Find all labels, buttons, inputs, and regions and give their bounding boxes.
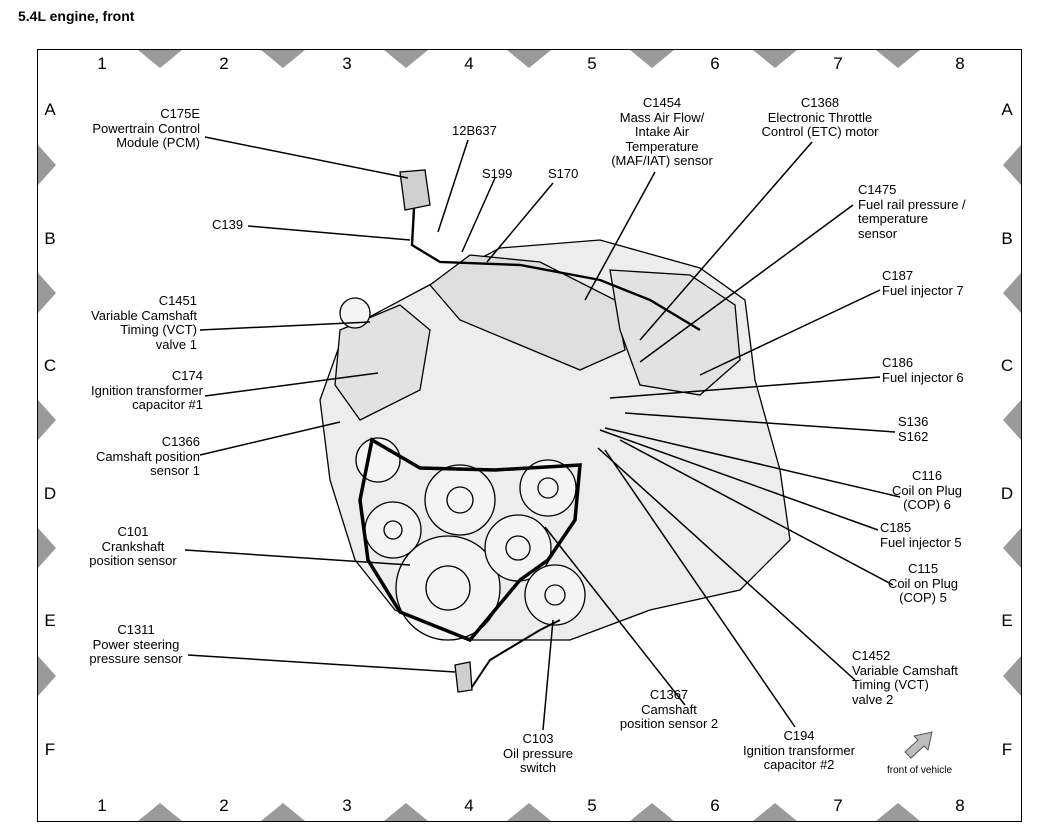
callout-c187-injector-7: C187 Fuel injector 7 <box>882 268 964 298</box>
grid-marker-bottom-4 <box>507 803 551 821</box>
grid-row-left-b: B <box>44 229 56 248</box>
page-title: 5.4L engine, front <box>18 8 135 24</box>
grid-marker-top-6 <box>753 50 797 68</box>
callout-c1451-vct-1: C1451 Variable Camshaft Timing (VCT) val… <box>91 293 197 352</box>
callout-c103-oil-pressure: C103 Oil pressure switch <box>502 731 574 775</box>
grid-marker-right-4 <box>1003 528 1021 568</box>
grid-marker-top-5 <box>630 50 674 68</box>
grid-col-bottom-8: 8 <box>955 796 965 815</box>
diagram-frame <box>37 49 1022 822</box>
grid-row-right-b: B <box>1001 229 1013 248</box>
pulley-idler <box>364 501 422 559</box>
grid-col-top-8: 8 <box>955 54 965 73</box>
grid-col-bottom-6: 6 <box>710 796 720 815</box>
harness <box>410 189 701 332</box>
callout-c1311-ps-sensor: C1311 Power steering pressure sensor <box>89 622 183 666</box>
callout-c174-capacitor-1: C174 Ignition transformer capacitor #1 <box>91 368 203 412</box>
callout-c194-capacitor-2: C194 Ignition transformer capacitor #2 <box>743 728 855 772</box>
grid-col-bottom-4: 4 <box>464 796 474 815</box>
grid-col-top-1: 1 <box>97 54 107 73</box>
grid-row-right-c: C <box>1000 356 1014 375</box>
grid-marker-left-5 <box>38 656 56 696</box>
callout-c185-injector-5: C185 Fuel injector 5 <box>880 520 962 550</box>
oil-filler-cap <box>339 297 371 329</box>
callout-c101-ckp: C101 Crankshaft position sensor <box>89 524 177 568</box>
grid-marker-right-1 <box>1003 145 1021 185</box>
grid-row-left-d: D <box>43 484 57 503</box>
callout-s199: S199 <box>482 166 513 181</box>
grid-col-top-3: 3 <box>342 54 352 73</box>
grid-marker-right-2 <box>1003 273 1021 313</box>
callout-c175e-pcm: C175E Powertrain Control Module (PCM) <box>92 106 200 150</box>
pulley-large <box>395 535 501 641</box>
grid-col-top-4: 4 <box>464 54 474 73</box>
callout-c1475-fuel-rail: C1475 Fuel rail pressure / temperature s… <box>858 182 966 241</box>
callout-c1452-vct-2: C1452 Variable Camshaft Timing (VCT) val… <box>852 648 958 707</box>
grid-marker-top-4 <box>507 50 551 68</box>
grid-col-bottom-7: 7 <box>833 796 843 815</box>
pulley-alternator <box>424 464 496 536</box>
grid-row-left-e: E <box>44 611 56 630</box>
grid-col-bottom-5: 5 <box>587 796 597 815</box>
grid-marker-top-7 <box>876 50 920 68</box>
grid-marker-bottom-3 <box>384 803 428 821</box>
callout-12b637: 12B637 <box>452 123 497 138</box>
grid-col-bottom-3: 3 <box>342 796 352 815</box>
grid-marker-left-3 <box>38 400 56 440</box>
pulley-tensioner <box>519 459 577 517</box>
grid-row-right-e: E <box>1001 611 1013 630</box>
callout-c1368-etc: C1368 Electronic Throttle Control (ETC) … <box>761 95 879 139</box>
ps-hose <box>469 619 561 691</box>
grid-markers <box>38 50 1021 821</box>
ps-sensor <box>454 661 473 693</box>
grid-col-top-2: 2 <box>219 54 229 73</box>
grid-marker-left-2 <box>38 273 56 313</box>
grid-col-bottom-1: 1 <box>97 796 107 815</box>
pulley-lower <box>524 564 586 626</box>
callout-s170: S170 <box>548 166 579 181</box>
intake-manifold <box>429 254 626 371</box>
callout-c139: C139 <box>212 217 244 232</box>
grid-row-right-a: A <box>1001 100 1013 119</box>
grid-row-left-a: A <box>44 100 56 119</box>
grid-col-bottom-2: 2 <box>219 796 229 815</box>
grid-marker-top-1 <box>138 50 182 68</box>
leader-lines <box>184 136 901 731</box>
grid-marker-bottom-6 <box>753 803 797 821</box>
grid-marker-top-2 <box>261 50 305 68</box>
callout-c115-cop-5: C115 Coil on Plug (COP) 5 <box>887 561 959 605</box>
callout-c1367-cmp-2: C1367 Camshaft position sensor 2 <box>619 687 719 731</box>
grid-marker-left-4 <box>38 528 56 568</box>
callout-c186-injector-6: C186 Fuel injector 6 <box>882 355 964 385</box>
grid-row-right-d: D <box>1000 484 1014 503</box>
callout-c116-cop-6: C116 Coil on Plug (COP) 6 <box>891 468 963 512</box>
valve-cover-left <box>334 304 431 421</box>
grid-row-right-f: F <box>1001 740 1013 759</box>
callout-s136-s162: S136 S162 <box>898 414 929 444</box>
drive-belt <box>358 437 582 643</box>
pcm-connector <box>399 169 431 211</box>
grid-marker-top-3 <box>384 50 428 68</box>
grid-marker-bottom-2 <box>261 803 305 821</box>
grid-row-left-f: F <box>44 740 56 759</box>
front-of-vehicle-label: front of vehicle <box>887 765 953 776</box>
grid-marker-right-5 <box>1003 656 1021 696</box>
grid-marker-right-3 <box>1003 400 1021 440</box>
grid-row-left-c: C <box>43 356 57 375</box>
valve-cover-right <box>609 269 741 396</box>
grid-marker-bottom-1 <box>138 803 182 821</box>
callout-c1366-cmp-1: C1366 Camshaft position sensor 1 <box>95 434 200 478</box>
engine-illustration <box>319 169 791 693</box>
grid-marker-bottom-5 <box>630 803 674 821</box>
callout-c1454-maf-iat: C1454 Mass Air Flow/ Intake Air Temperat… <box>611 95 713 168</box>
grid-col-top-6: 6 <box>710 54 720 73</box>
grid-marker-bottom-7 <box>876 803 920 821</box>
front-of-vehicle-arrow <box>904 731 933 759</box>
grid-marker-left-1 <box>38 145 56 185</box>
grid-col-top-5: 5 <box>587 54 597 73</box>
grid-col-top-7: 7 <box>833 54 843 73</box>
